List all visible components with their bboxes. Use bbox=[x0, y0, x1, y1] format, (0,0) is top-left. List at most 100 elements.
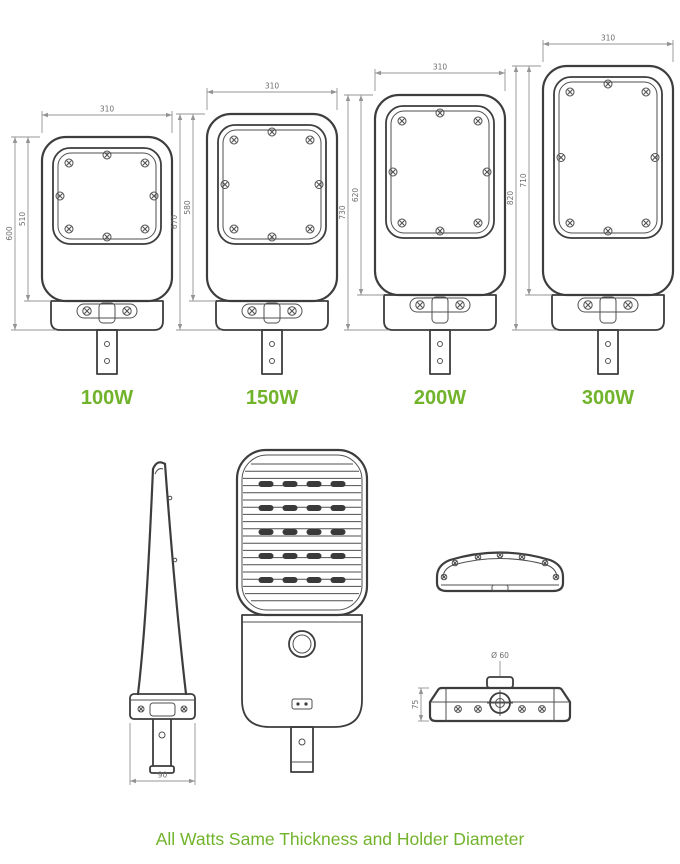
dimension-label: 75 bbox=[411, 700, 420, 710]
lamp-window bbox=[217, 124, 327, 245]
screw-icon bbox=[397, 218, 407, 228]
screw-icon bbox=[440, 573, 448, 581]
side-screw-icon bbox=[167, 495, 173, 501]
screw-icon bbox=[435, 226, 445, 236]
screw-icon bbox=[482, 167, 492, 177]
lamp-bracket bbox=[215, 300, 329, 331]
bottom-view-drawing: Ø 60 75 bbox=[411, 651, 572, 723]
vent-slot bbox=[258, 577, 274, 583]
dimension-label: 310 bbox=[265, 82, 280, 91]
screw-icon bbox=[287, 306, 297, 316]
front-logo-dot bbox=[296, 702, 300, 706]
screw-icon bbox=[518, 705, 526, 713]
thickness-dimension: 75 bbox=[411, 688, 424, 721]
dimension-label: 710 bbox=[519, 173, 528, 188]
screw-icon bbox=[518, 553, 526, 561]
top-screws bbox=[440, 551, 560, 581]
screw-icon bbox=[603, 79, 613, 89]
holder-bracket bbox=[486, 676, 514, 689]
screw-icon bbox=[650, 153, 660, 162]
vent-slot bbox=[282, 529, 298, 535]
screw-icon bbox=[538, 705, 546, 713]
vent-slot bbox=[306, 481, 322, 487]
screw-icon bbox=[583, 300, 593, 310]
screw-icon bbox=[623, 300, 633, 310]
holder-diameter-label: Ø 60 bbox=[491, 651, 509, 660]
side-housing-screws bbox=[137, 705, 188, 713]
screw-icon bbox=[565, 218, 575, 228]
screw-icon bbox=[140, 224, 150, 234]
screw-icon bbox=[314, 180, 324, 189]
lamp-pole bbox=[597, 329, 619, 375]
lamp-pole bbox=[96, 329, 118, 375]
lamp-body bbox=[541, 64, 675, 297]
lamp-bracket bbox=[50, 300, 164, 331]
vent-slot bbox=[282, 481, 298, 487]
dimension-label: 310 bbox=[100, 105, 115, 114]
lamp-bracket bbox=[383, 294, 497, 331]
watt-label-150w: 150W bbox=[246, 387, 298, 409]
screw-icon bbox=[641, 87, 651, 97]
dimension-label: 820 bbox=[506, 191, 515, 206]
side-depth-dimension: 90 bbox=[130, 771, 195, 784]
watt-label-200w: 200W bbox=[414, 387, 466, 409]
screw-icon bbox=[565, 87, 575, 97]
top-inner-curve bbox=[442, 558, 558, 579]
front-head-inner bbox=[241, 454, 363, 611]
side-pole-hole bbox=[158, 731, 166, 739]
screw-icon bbox=[455, 300, 465, 310]
screw-icon bbox=[102, 150, 112, 160]
dimension-label: 600 bbox=[5, 226, 14, 241]
watt-label-100w: 100W bbox=[81, 387, 133, 409]
screw-icon bbox=[454, 705, 462, 713]
lamp-body bbox=[373, 93, 507, 297]
screw-icon bbox=[55, 191, 65, 201]
screw-icon bbox=[229, 224, 239, 234]
vent-slot bbox=[258, 505, 274, 511]
screw-icon bbox=[247, 306, 257, 316]
vent-slot bbox=[282, 577, 298, 583]
lamp-window bbox=[52, 147, 162, 245]
vent-slot bbox=[330, 505, 346, 511]
photocell-circle bbox=[288, 630, 316, 658]
screw-icon bbox=[220, 180, 230, 189]
screw-icon bbox=[473, 218, 483, 228]
screw-icon bbox=[474, 553, 482, 561]
screw-icon bbox=[64, 158, 74, 168]
front-logo-dot bbox=[304, 702, 308, 706]
side-view: 90 bbox=[129, 461, 196, 785]
screw-icon bbox=[229, 135, 239, 145]
screw-icon bbox=[641, 218, 651, 228]
screw-icon bbox=[552, 573, 560, 581]
lamp-bracket bbox=[551, 294, 665, 331]
side-underside-edge bbox=[136, 467, 155, 696]
side-clamp bbox=[149, 702, 176, 717]
side-screw-icon bbox=[172, 557, 178, 563]
side-front-cap bbox=[151, 461, 167, 471]
screw-icon bbox=[473, 116, 483, 126]
screw-icon bbox=[388, 167, 398, 177]
vent-slot bbox=[258, 553, 274, 559]
side-housing bbox=[129, 693, 196, 720]
screw-icon bbox=[603, 226, 613, 236]
caption-text: All Watts Same Thickness and Holder Diam… bbox=[156, 829, 525, 849]
screw-icon bbox=[496, 551, 504, 559]
top-view bbox=[435, 551, 565, 593]
vent-slot bbox=[306, 577, 322, 583]
screw-icon bbox=[305, 135, 315, 145]
screw-icon bbox=[82, 306, 92, 316]
dimension-label: 620 bbox=[351, 188, 360, 203]
screw-icon bbox=[149, 191, 159, 201]
lamp-body bbox=[40, 135, 174, 303]
screw-icon bbox=[102, 232, 112, 242]
side-front-cap-inner bbox=[154, 468, 164, 475]
side-top-edge bbox=[163, 462, 188, 696]
watt-label-300w: 300W bbox=[582, 387, 634, 409]
vent-slot bbox=[330, 529, 346, 535]
screw-icon bbox=[137, 705, 145, 713]
